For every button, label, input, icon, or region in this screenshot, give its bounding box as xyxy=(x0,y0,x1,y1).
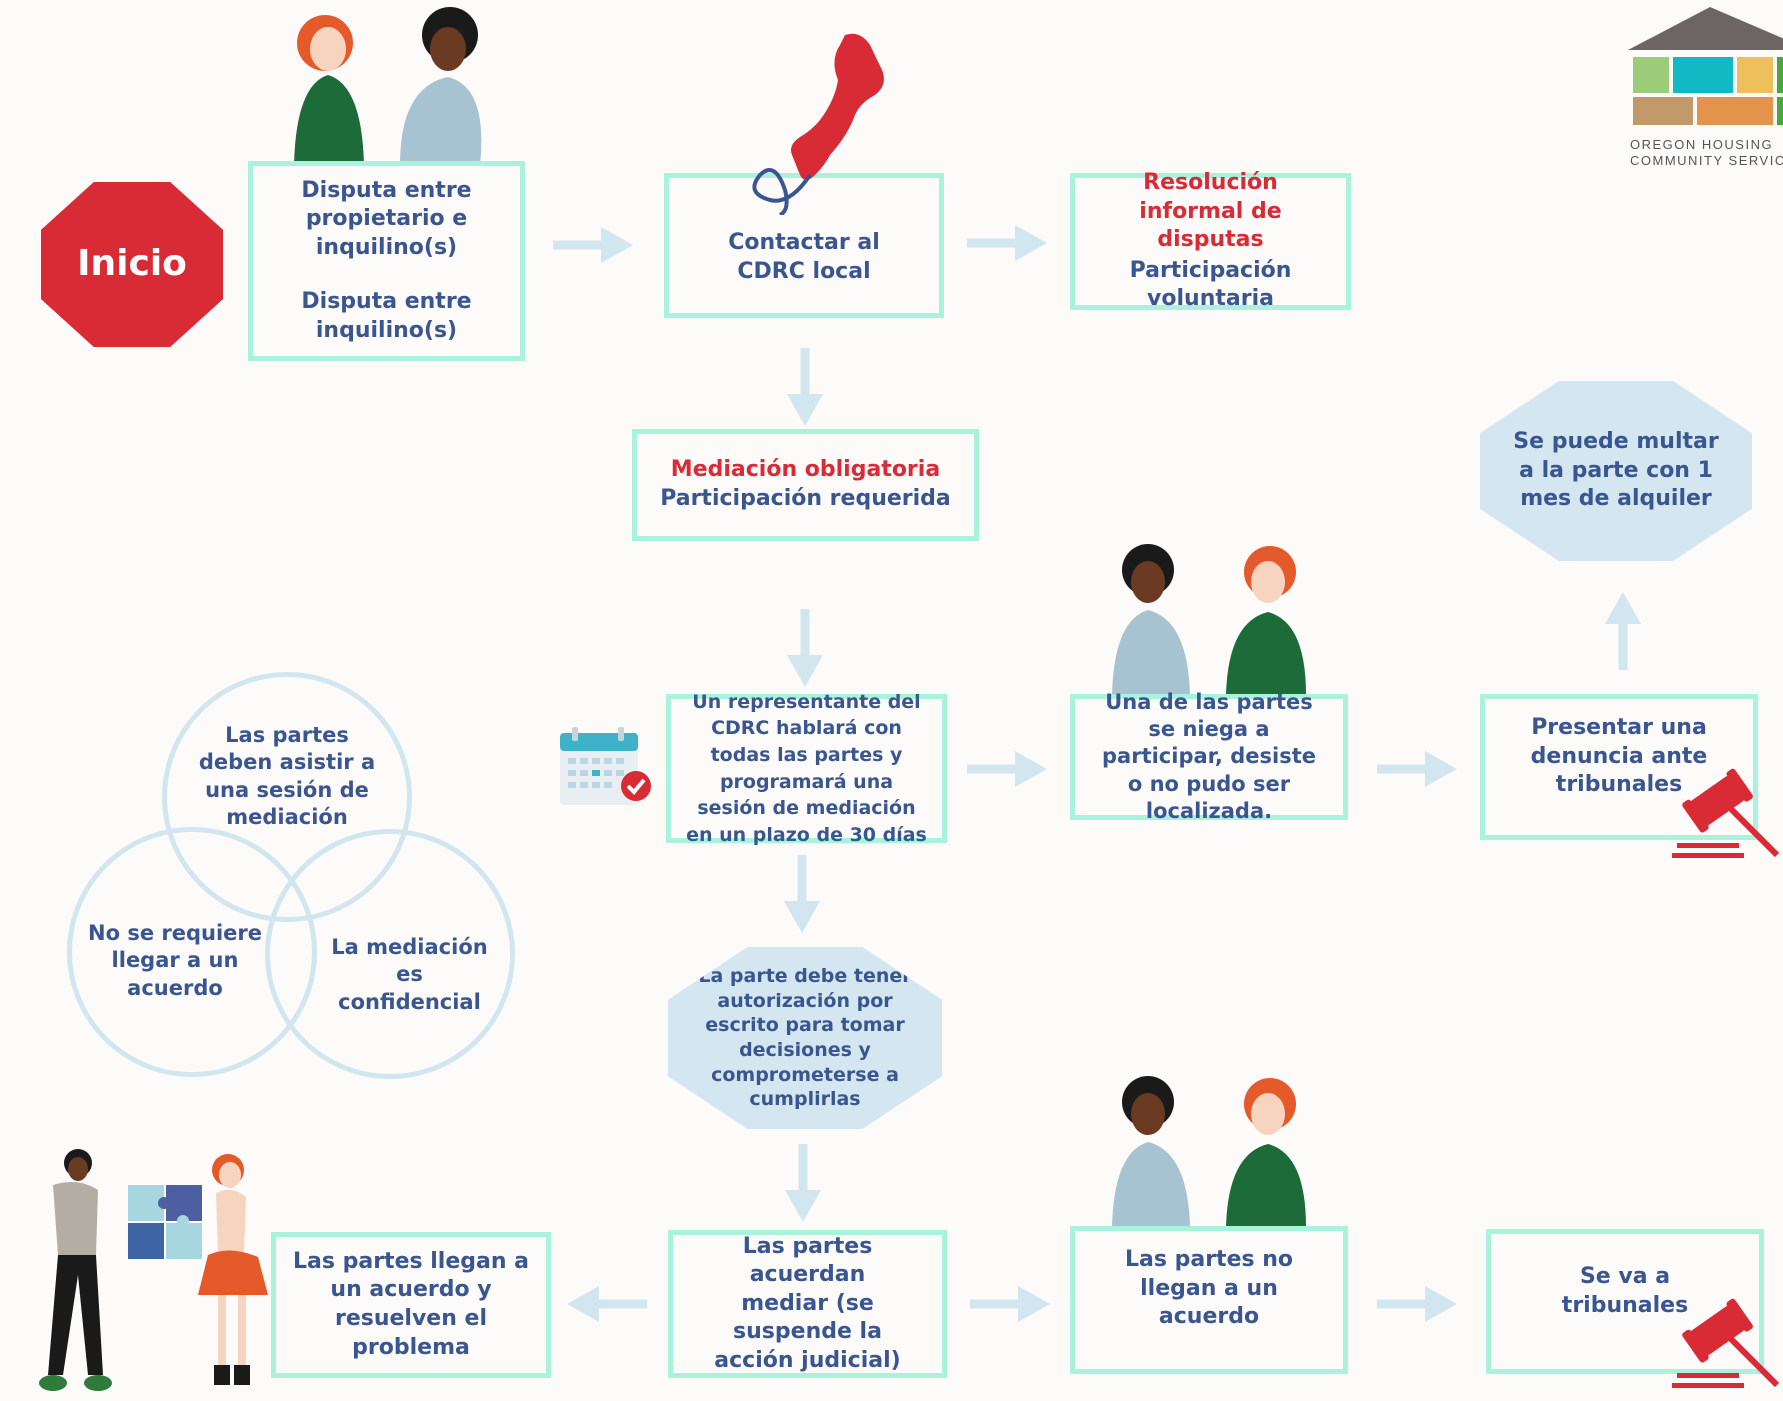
venn-circle-right xyxy=(265,829,515,1079)
two-people-illustration xyxy=(294,7,482,165)
dispute-tenants: Disputa entre inquilino(s) xyxy=(301,289,472,343)
mandatory-mediation-subtitle: Participación requerida xyxy=(660,486,951,511)
contact-cdrc-text: Contactar al CDRC local xyxy=(728,229,880,284)
start-label: Inicio xyxy=(77,243,187,285)
fine-text: Se puede multar a la parte con 1 mes de … xyxy=(1513,429,1719,512)
cdrc-representative-box: Un representante del CDRC hablará con to… xyxy=(666,691,947,846)
puzzle-people-illustration xyxy=(39,1149,268,1391)
person-red-hair xyxy=(1226,1078,1306,1227)
cdrc-representative-text: Un representante del CDRC hablará con to… xyxy=(686,690,927,846)
arrow-right-icon xyxy=(970,1286,1050,1322)
person-red-hair xyxy=(294,15,364,165)
gavel-icon xyxy=(1672,1298,1780,1388)
arrow-right-icon xyxy=(967,225,1047,261)
logo-line2: COMMUNITY SERVICE xyxy=(1630,153,1783,168)
two-people-illustration-3 xyxy=(1112,1076,1306,1227)
agree-to-mediate-box: Las partes acuerdan mediar (se suspende … xyxy=(668,1230,947,1378)
no-agreement-text: Las partes no llegan a un acuerdo xyxy=(1124,1247,1294,1330)
arrow-up-icon xyxy=(1605,592,1641,670)
person-dark-hair xyxy=(400,7,482,165)
arrow-down-icon xyxy=(784,855,820,933)
person-dark-hair xyxy=(1112,1076,1190,1227)
authorization-text: La parte debe tener autorización por esc… xyxy=(698,964,912,1111)
arrow-right-icon xyxy=(967,751,1047,787)
arrow-down-icon xyxy=(787,348,823,426)
informal-resolution-subtitle: Participación voluntaria xyxy=(1129,257,1292,312)
party-refuses-text: Una de las partes se niega a participar,… xyxy=(1102,689,1316,823)
file-complaint-text: Presentar una denuncia ante tribunales xyxy=(1530,715,1708,798)
arrow-down-icon xyxy=(785,1144,821,1222)
puzzle-icon xyxy=(128,1185,202,1259)
agree-to-mediate-text: Las partes acuerdan mediar (se suspende … xyxy=(714,1233,901,1373)
mandatory-mediation-box: Mediación obligatoria Participación requ… xyxy=(632,429,979,541)
no-agreement-box: Las partes no llegan a un acuerdo xyxy=(1070,1226,1348,1374)
party-refuses-box: Una de las partes se niega a participar,… xyxy=(1070,690,1348,823)
arrow-right-icon xyxy=(553,227,633,263)
go-to-court-box: Se va a tribunales xyxy=(1486,1229,1764,1374)
person-woman xyxy=(198,1154,268,1385)
informal-resolution-box: Resolución informal de disputas Particip… xyxy=(1070,170,1351,311)
venn-right-text: La mediación es confidencial xyxy=(331,935,488,1014)
person-red-hair xyxy=(1226,546,1306,695)
gavel-icon xyxy=(1672,768,1780,858)
dispute-landlord-tenant: Disputa entre propietario e inquilino(s) xyxy=(301,177,472,260)
authorization-octagon: La parte debe tener autorización por esc… xyxy=(668,947,942,1129)
two-people-illustration-2 xyxy=(1112,544,1306,695)
informal-resolution-title: Resolución informal de disputas xyxy=(1139,170,1282,253)
arrow-left-icon xyxy=(567,1286,647,1322)
fine-octagon: Se puede multar a la parte con 1 mes de … xyxy=(1480,381,1752,561)
start-octagon: Inicio xyxy=(41,182,223,347)
house-logo-icon xyxy=(1628,7,1783,133)
arrow-down-icon xyxy=(787,609,823,687)
venn-left-text: No se requiere llegar a un acuerdo xyxy=(88,921,262,1000)
calendar-icon xyxy=(560,727,651,805)
ohcs-logo: OREGON HOUSING COMMUNITY SERVICE xyxy=(1625,5,1783,175)
arrow-right-icon xyxy=(1377,1286,1457,1322)
go-to-court-text: Se va a tribunales xyxy=(1561,1263,1689,1318)
person-dark-hair xyxy=(1112,544,1190,695)
parties-resolve-box: Las partes llegan a un acuerdo y resuelv… xyxy=(271,1232,551,1378)
contact-cdrc-box: Contactar al CDRC local xyxy=(664,173,944,318)
person-man xyxy=(39,1149,112,1391)
logo-line1: OREGON HOUSING xyxy=(1630,137,1774,152)
venn-top-text: Las partes deben asistir a una sesión de… xyxy=(198,723,376,829)
mandatory-mediation-title: Mediación obligatoria xyxy=(670,457,941,483)
dispute-box: Disputa entre propietario e inquilino(s)… xyxy=(248,161,525,361)
arrow-right-icon xyxy=(1377,751,1457,787)
phone-icon xyxy=(752,33,884,215)
parties-resolve-text: Las partes llegan a un acuerdo y resuelv… xyxy=(292,1248,530,1360)
